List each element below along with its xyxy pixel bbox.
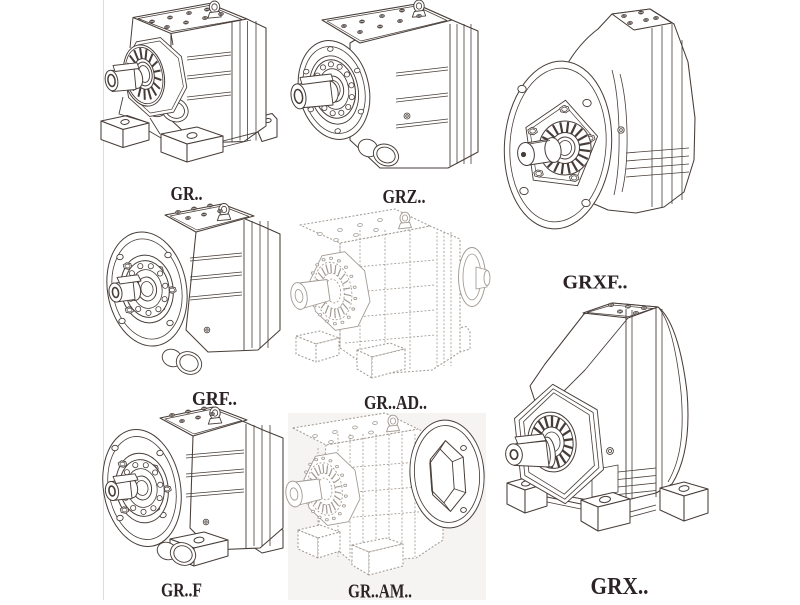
- svg-text:GR..F: GR..F: [161, 580, 202, 601]
- svg-text:GR..: GR..: [171, 183, 203, 205]
- svg-text:GRZ..: GRZ..: [383, 186, 426, 208]
- svg-text:GRF..: GRF..: [192, 388, 237, 410]
- svg-text:GR..AD..: GR..AD..: [364, 392, 427, 414]
- svg-text:GRXF..: GRXF..: [563, 272, 628, 294]
- svg-text:GR..AM..: GR..AM..: [348, 581, 412, 601]
- svg-text:GRX..: GRX..: [591, 574, 649, 600]
